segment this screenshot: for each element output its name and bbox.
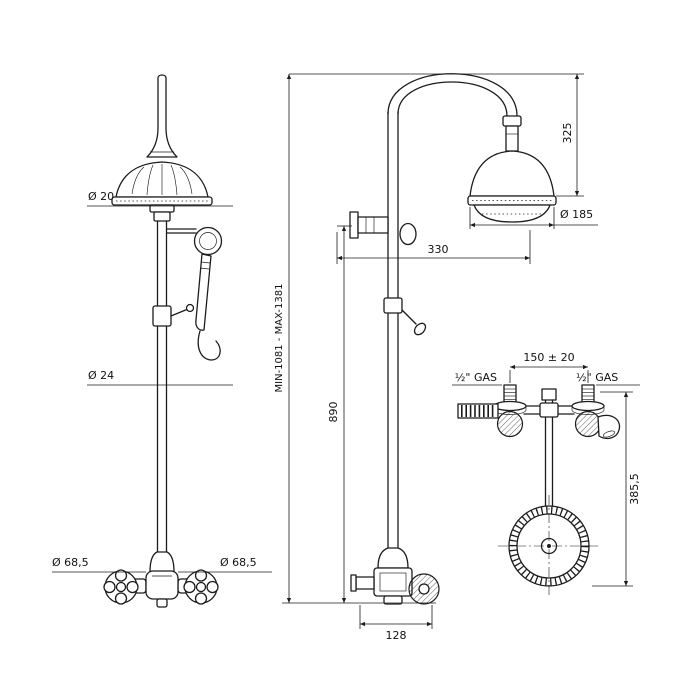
valve-stub-cap (350, 574, 357, 592)
label-left-thread: ½" GAS (455, 371, 497, 384)
slider-knob (413, 322, 427, 336)
knob-hub (418, 583, 430, 595)
dome-rib (131, 166, 145, 195)
side-shower-head-dome (469, 150, 555, 197)
dim-label-front-pipe-diameter: Ø 24 (88, 369, 114, 382)
dim-label-riser-height: 890 (327, 402, 340, 423)
dim-label-inlet-spacing: 150 ± 20 (523, 351, 574, 364)
mixer-tail (156, 598, 168, 608)
valve-foot (383, 595, 403, 605)
handshower-handle (195, 253, 212, 331)
front-view (103, 74, 223, 608)
center-fitting (541, 388, 557, 401)
dim-label-head-diameter: Ø 185 (560, 208, 593, 221)
dim-label-height-range: MIN-1081 - MAX-1381 (274, 284, 285, 393)
front-top-finial (146, 74, 178, 158)
wall-flange (349, 211, 359, 239)
mixer-body (145, 570, 179, 600)
spout (597, 414, 621, 440)
left-wall-union (457, 384, 527, 438)
dome-rib (146, 164, 154, 196)
dim-label-front-head-diameter: Ø 20 (88, 190, 114, 203)
valve-detail (379, 572, 407, 592)
label-right-thread: ½" GAS (576, 371, 618, 384)
handle-band (200, 261, 211, 264)
handshower-hose (197, 330, 221, 361)
rear-view-dimensions: 150 ± 20 ½" GAS ½" GAS 385,5 (452, 351, 641, 587)
right-wall-union (571, 384, 621, 440)
handshower-head (193, 226, 223, 256)
slider-collar (383, 297, 403, 314)
diverter-knob-side (399, 222, 417, 246)
side-view-dimensions: MIN-1081 - MAX-1381 890 325 Ø 185 330 12… (274, 73, 598, 642)
side-head-stem (505, 125, 519, 152)
side-head-face (473, 204, 551, 223)
dim-label-arc-height: 325 (561, 123, 574, 144)
valve-bell (377, 547, 409, 569)
dome-rib (179, 166, 193, 195)
handle-band (199, 267, 210, 270)
tee-body (539, 402, 559, 418)
front-view-dimensions: Ø 20 Ø 24 Ø 68,5 Ø 68,5 (52, 190, 272, 573)
dome-rib (170, 164, 178, 196)
front-diverter-body (152, 305, 172, 327)
head-collar-lower (153, 211, 171, 222)
head-plan-view (498, 495, 600, 597)
slider-lever (401, 309, 417, 325)
dim-label-arm-reach: 330 (428, 243, 449, 256)
spout-mouth (602, 430, 616, 438)
side-head-nut (502, 115, 522, 127)
dim-label-drop-height: 385,5 (628, 473, 641, 505)
diverter-lever (170, 308, 189, 317)
cross-handle-left (103, 569, 139, 605)
valve-stub (355, 576, 375, 590)
dim-label-right-flange: Ø 68,5 (220, 556, 257, 569)
side-view (349, 73, 557, 605)
dim-label-body-depth: 128 (386, 629, 407, 642)
rear-view (457, 384, 621, 597)
cross-handle-right (183, 569, 219, 605)
supply-stub (357, 216, 389, 234)
mixer-bell (149, 551, 175, 573)
gooseneck-inner (397, 81, 508, 117)
dim-label-left-flange: Ø 68,5 (52, 556, 89, 569)
handshower-face (199, 232, 217, 250)
diverter-knob (185, 303, 195, 313)
